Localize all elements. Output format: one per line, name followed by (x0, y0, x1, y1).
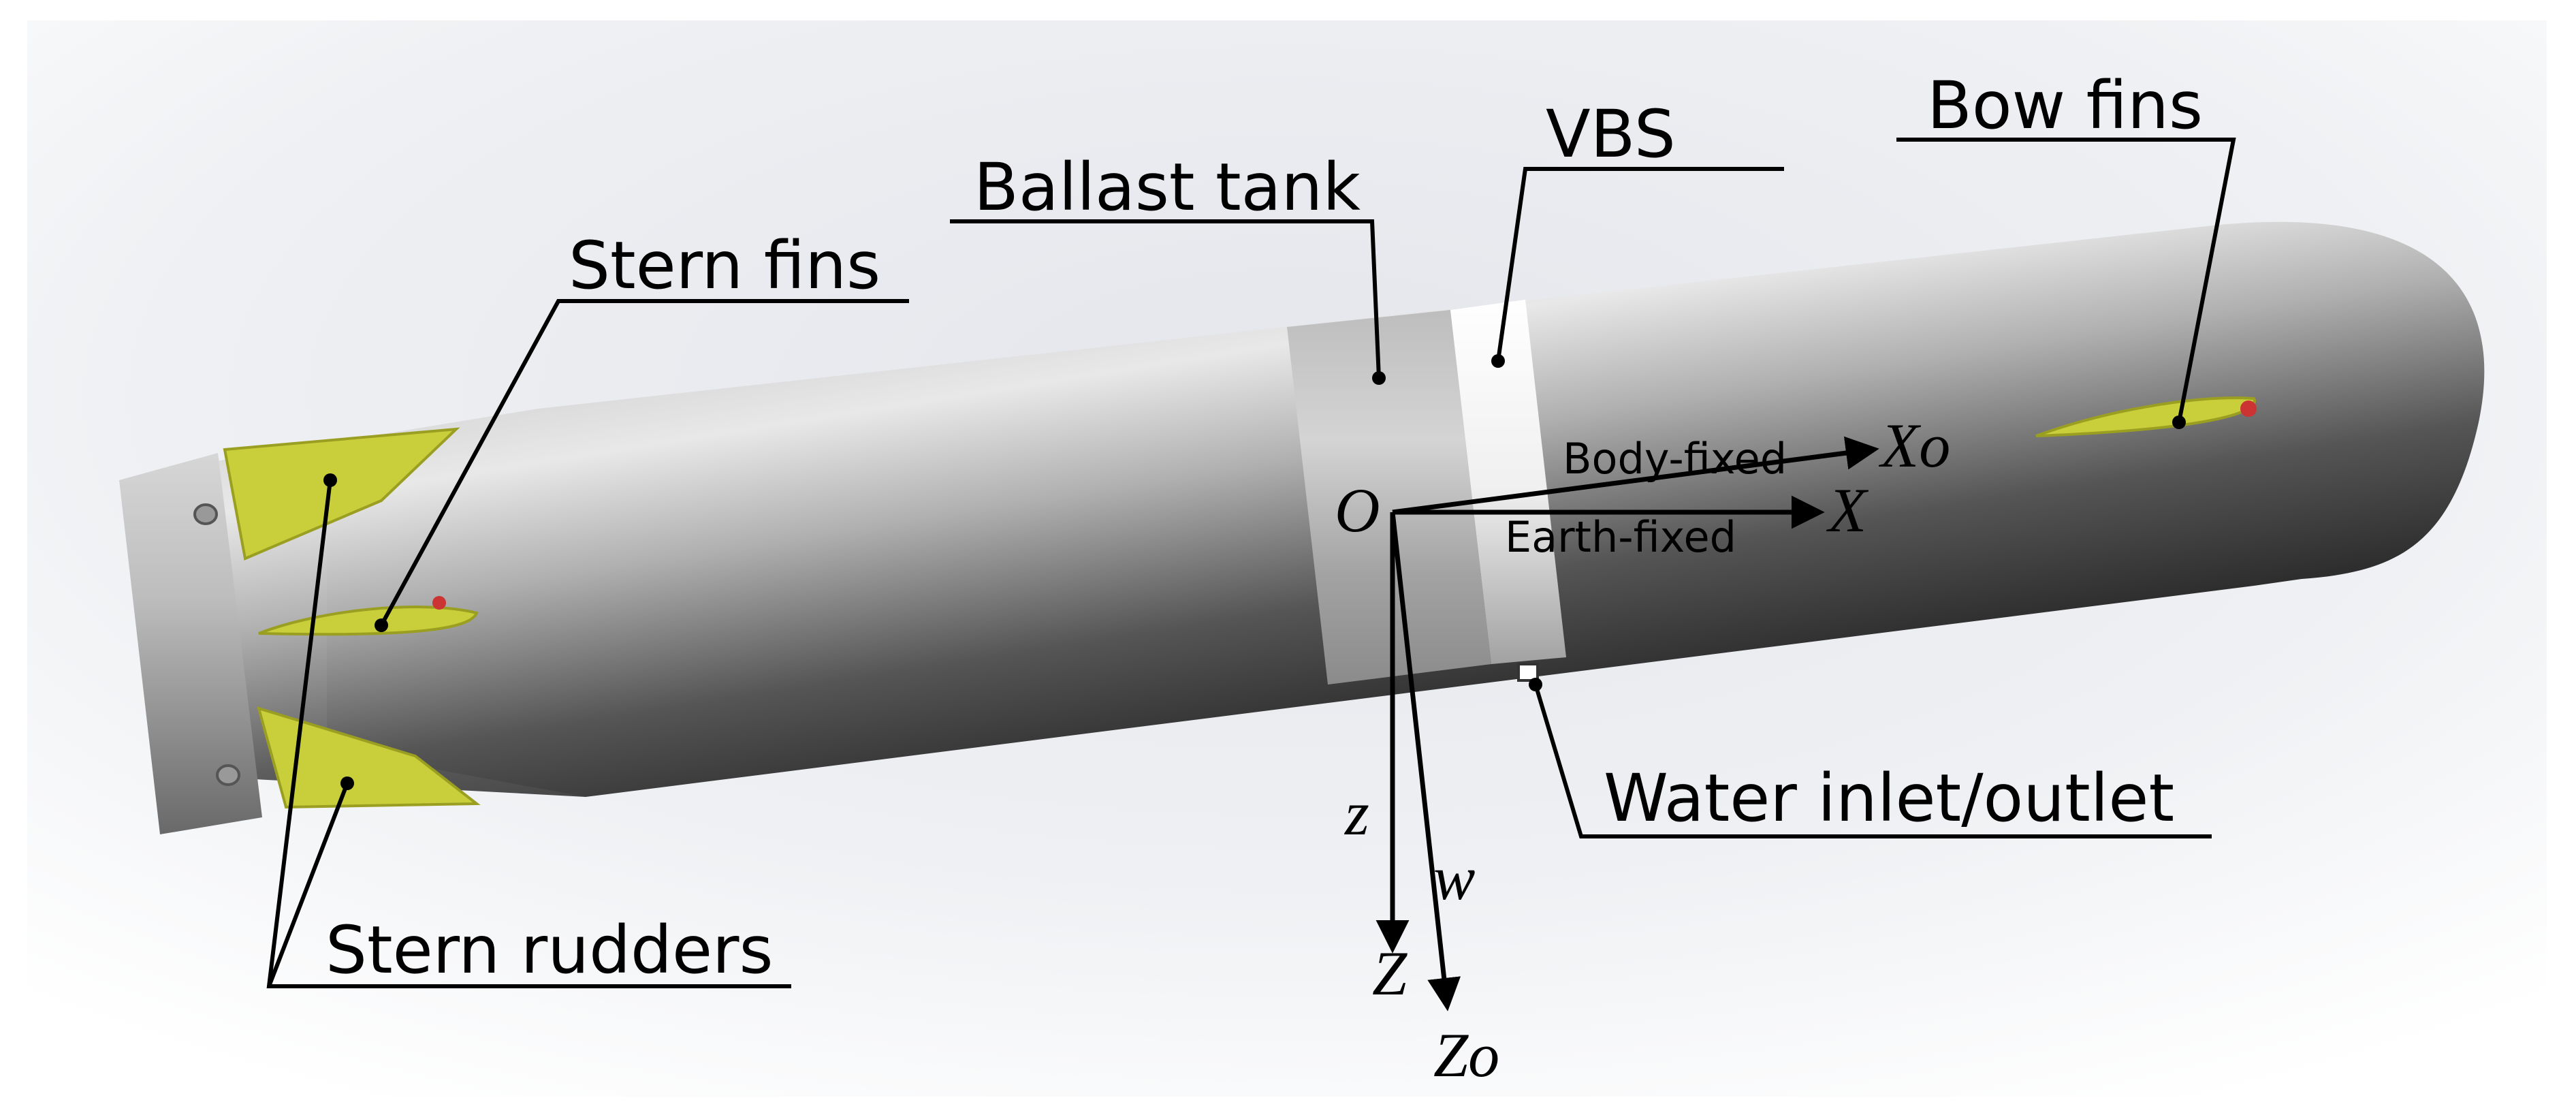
stern-fin-hinge (432, 596, 446, 610)
fins (223, 396, 2257, 809)
water-inlet (1517, 663, 1539, 682)
z-lower-label: z (1343, 779, 1369, 848)
stern-rudders-leader-2 (267, 782, 349, 988)
water-inlet-outlet-label: Water inlet/outlet (1604, 760, 2174, 836)
origin-label: O (1335, 475, 1380, 545)
leader-lines (266, 138, 2236, 988)
body-fixed-label: Body-fixed (1563, 434, 1787, 484)
z-upper-label: Z (1372, 939, 1408, 1008)
zo-label: Zo (1433, 1020, 1499, 1090)
stern-rudders-label: Stern rudders (325, 912, 774, 988)
leader-dots (323, 354, 2186, 790)
x-label: X (1826, 475, 1869, 545)
vbs-leader (1496, 167, 1784, 362)
axes (1376, 436, 1879, 1011)
screw (216, 764, 240, 786)
stern-fins-leader (379, 299, 909, 627)
stern-cap (119, 453, 262, 834)
bow-fin (2035, 396, 2256, 437)
stern-fins-label: Stern fins (569, 227, 880, 304)
ballast-leader (950, 219, 1381, 379)
ballast-tank-band (1287, 310, 1491, 685)
axis-xo (1392, 436, 1879, 515)
water-leader (1533, 684, 2212, 838)
earth-fixed-label: Earth-fixed (1505, 512, 1736, 562)
stern-rudder-lower (257, 706, 481, 809)
vbs-band (1450, 300, 1566, 664)
stern-rudder-upper (223, 427, 460, 561)
bow-fin-hinge (2240, 401, 2257, 417)
bow-fins-label: Bow fins (1927, 67, 2203, 144)
bow-fins-leader (1896, 138, 2236, 423)
xo-label: Xo (1878, 411, 1950, 480)
w-label: w (1433, 843, 1475, 913)
ballast-tank-label: Ballast tank (974, 149, 1361, 225)
axis-zo (1390, 512, 1461, 1011)
vbs-label: VBS (1546, 96, 1676, 172)
screw (193, 503, 218, 525)
